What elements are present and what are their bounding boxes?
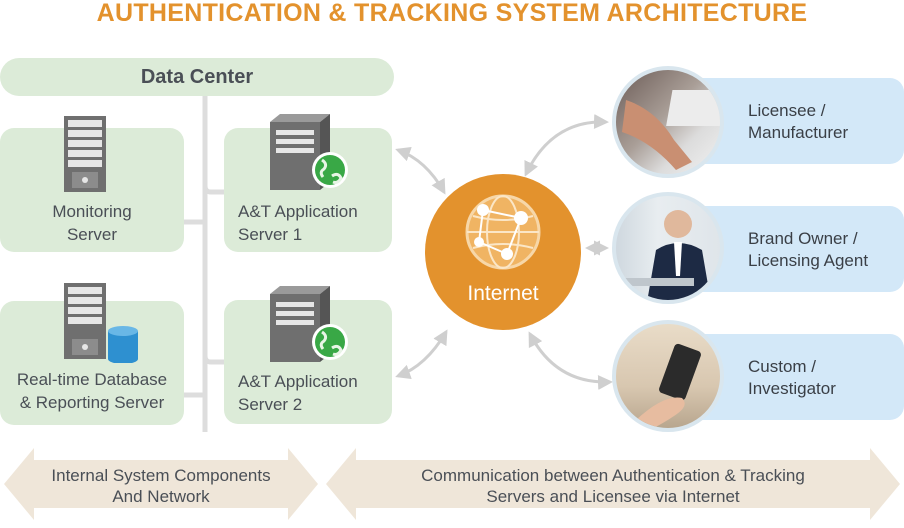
globe-icon <box>312 152 348 188</box>
server-tower-icon <box>64 116 106 192</box>
arrow-internet-licensee <box>524 114 609 177</box>
network-globe-icon <box>465 194 541 270</box>
monitoring-server-box: Monitoring Server <box>0 116 184 252</box>
data-center-label: Data Center <box>140 66 254 88</box>
diagram-title: AUTHENTICATION & TRACKING SYSTEM ARCHITE… <box>96 0 808 27</box>
app-server-icon <box>270 286 348 362</box>
smartphone-hand-image <box>636 343 701 428</box>
brand-owner-panel <box>700 206 904 292</box>
app-server-1-box: A&T Application Server 1 <box>224 114 392 252</box>
app-server-icon <box>270 114 348 190</box>
internet-label: Internet <box>467 282 539 305</box>
database-cylinder-icon <box>108 326 138 363</box>
arrow-app1-internet <box>395 146 446 195</box>
data-center-trunk <box>184 96 224 432</box>
data-center-bar: Data Center <box>0 58 394 96</box>
licensee-photo <box>612 66 724 178</box>
database-server-icon <box>64 283 138 363</box>
internet-communication-arrow <box>326 448 900 520</box>
app-server-1-label: A&T Application Server 1 <box>238 202 358 244</box>
licensee-panel <box>700 78 904 164</box>
internal-network-arrow <box>4 448 318 520</box>
app-server-2-label: A&T Application Server 2 <box>238 372 358 414</box>
database-server-box: Real-time Database & Reporting Server <box>0 283 184 425</box>
globe-icon <box>312 324 348 360</box>
bottom-arrows <box>4 448 900 520</box>
internet-node: Internet <box>425 174 581 330</box>
internet-communication-label: Communication between Authentication & T… <box>421 466 805 506</box>
internal-network-label: Internal System Components And Network <box>51 466 271 506</box>
database-server-label: Real-time Database & Reporting Server <box>16 370 168 412</box>
monitoring-server-label: Monitoring Server <box>52 202 132 244</box>
app-server-2-box: A&T Application Server 2 <box>224 286 392 424</box>
brand-owner-photo <box>612 192 724 304</box>
licensee-label: Licensee / Manufacturer <box>748 101 849 142</box>
investigator-label: Custom / Investigator <box>748 357 836 398</box>
investigator-panel <box>700 334 904 420</box>
investigator-photo <box>612 320 724 432</box>
brand-owner-label: Brand Owner / Licensing Agent <box>748 229 869 270</box>
arrow-app2-internet <box>395 329 448 380</box>
arrow-internet-investigator <box>528 331 613 390</box>
businessman-image <box>624 210 711 300</box>
